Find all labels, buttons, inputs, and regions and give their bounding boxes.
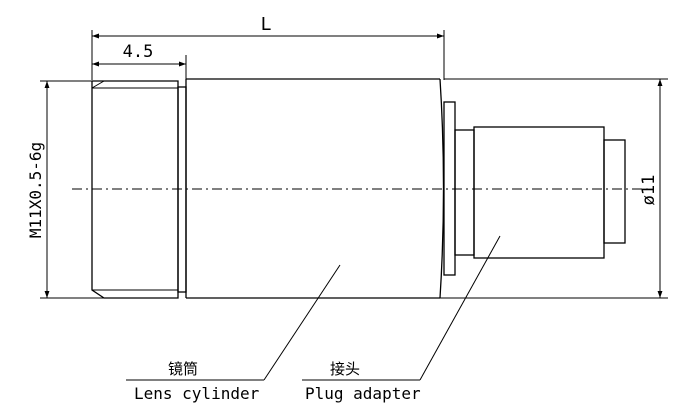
plug-adapter-label-en: Plug adapter xyxy=(305,384,421,403)
dimension-thread: M11X0.5-6g xyxy=(26,80,104,299)
dimension-diameter: ø11 xyxy=(440,78,668,299)
lens-cylinder-label-en: Lens cylinder xyxy=(134,384,260,403)
leader-plug-adapter: 接头 Plug adapter xyxy=(302,235,501,403)
diameter-label: ø11 xyxy=(639,175,659,206)
lens-cylinder-label-cn: 镜筒 xyxy=(168,360,198,378)
dimension-length: L xyxy=(91,14,445,80)
dimension-thread-offset: 4.5 xyxy=(92,42,187,79)
thread-spec-label: M11X0.5-6g xyxy=(26,142,45,238)
leader-lens-cylinder: 镜筒 Lens cylinder xyxy=(126,264,341,403)
length-label: L xyxy=(261,14,272,35)
plug-adapter-label-cn: 接头 xyxy=(330,360,360,378)
thread-offset-label: 4.5 xyxy=(123,42,154,62)
